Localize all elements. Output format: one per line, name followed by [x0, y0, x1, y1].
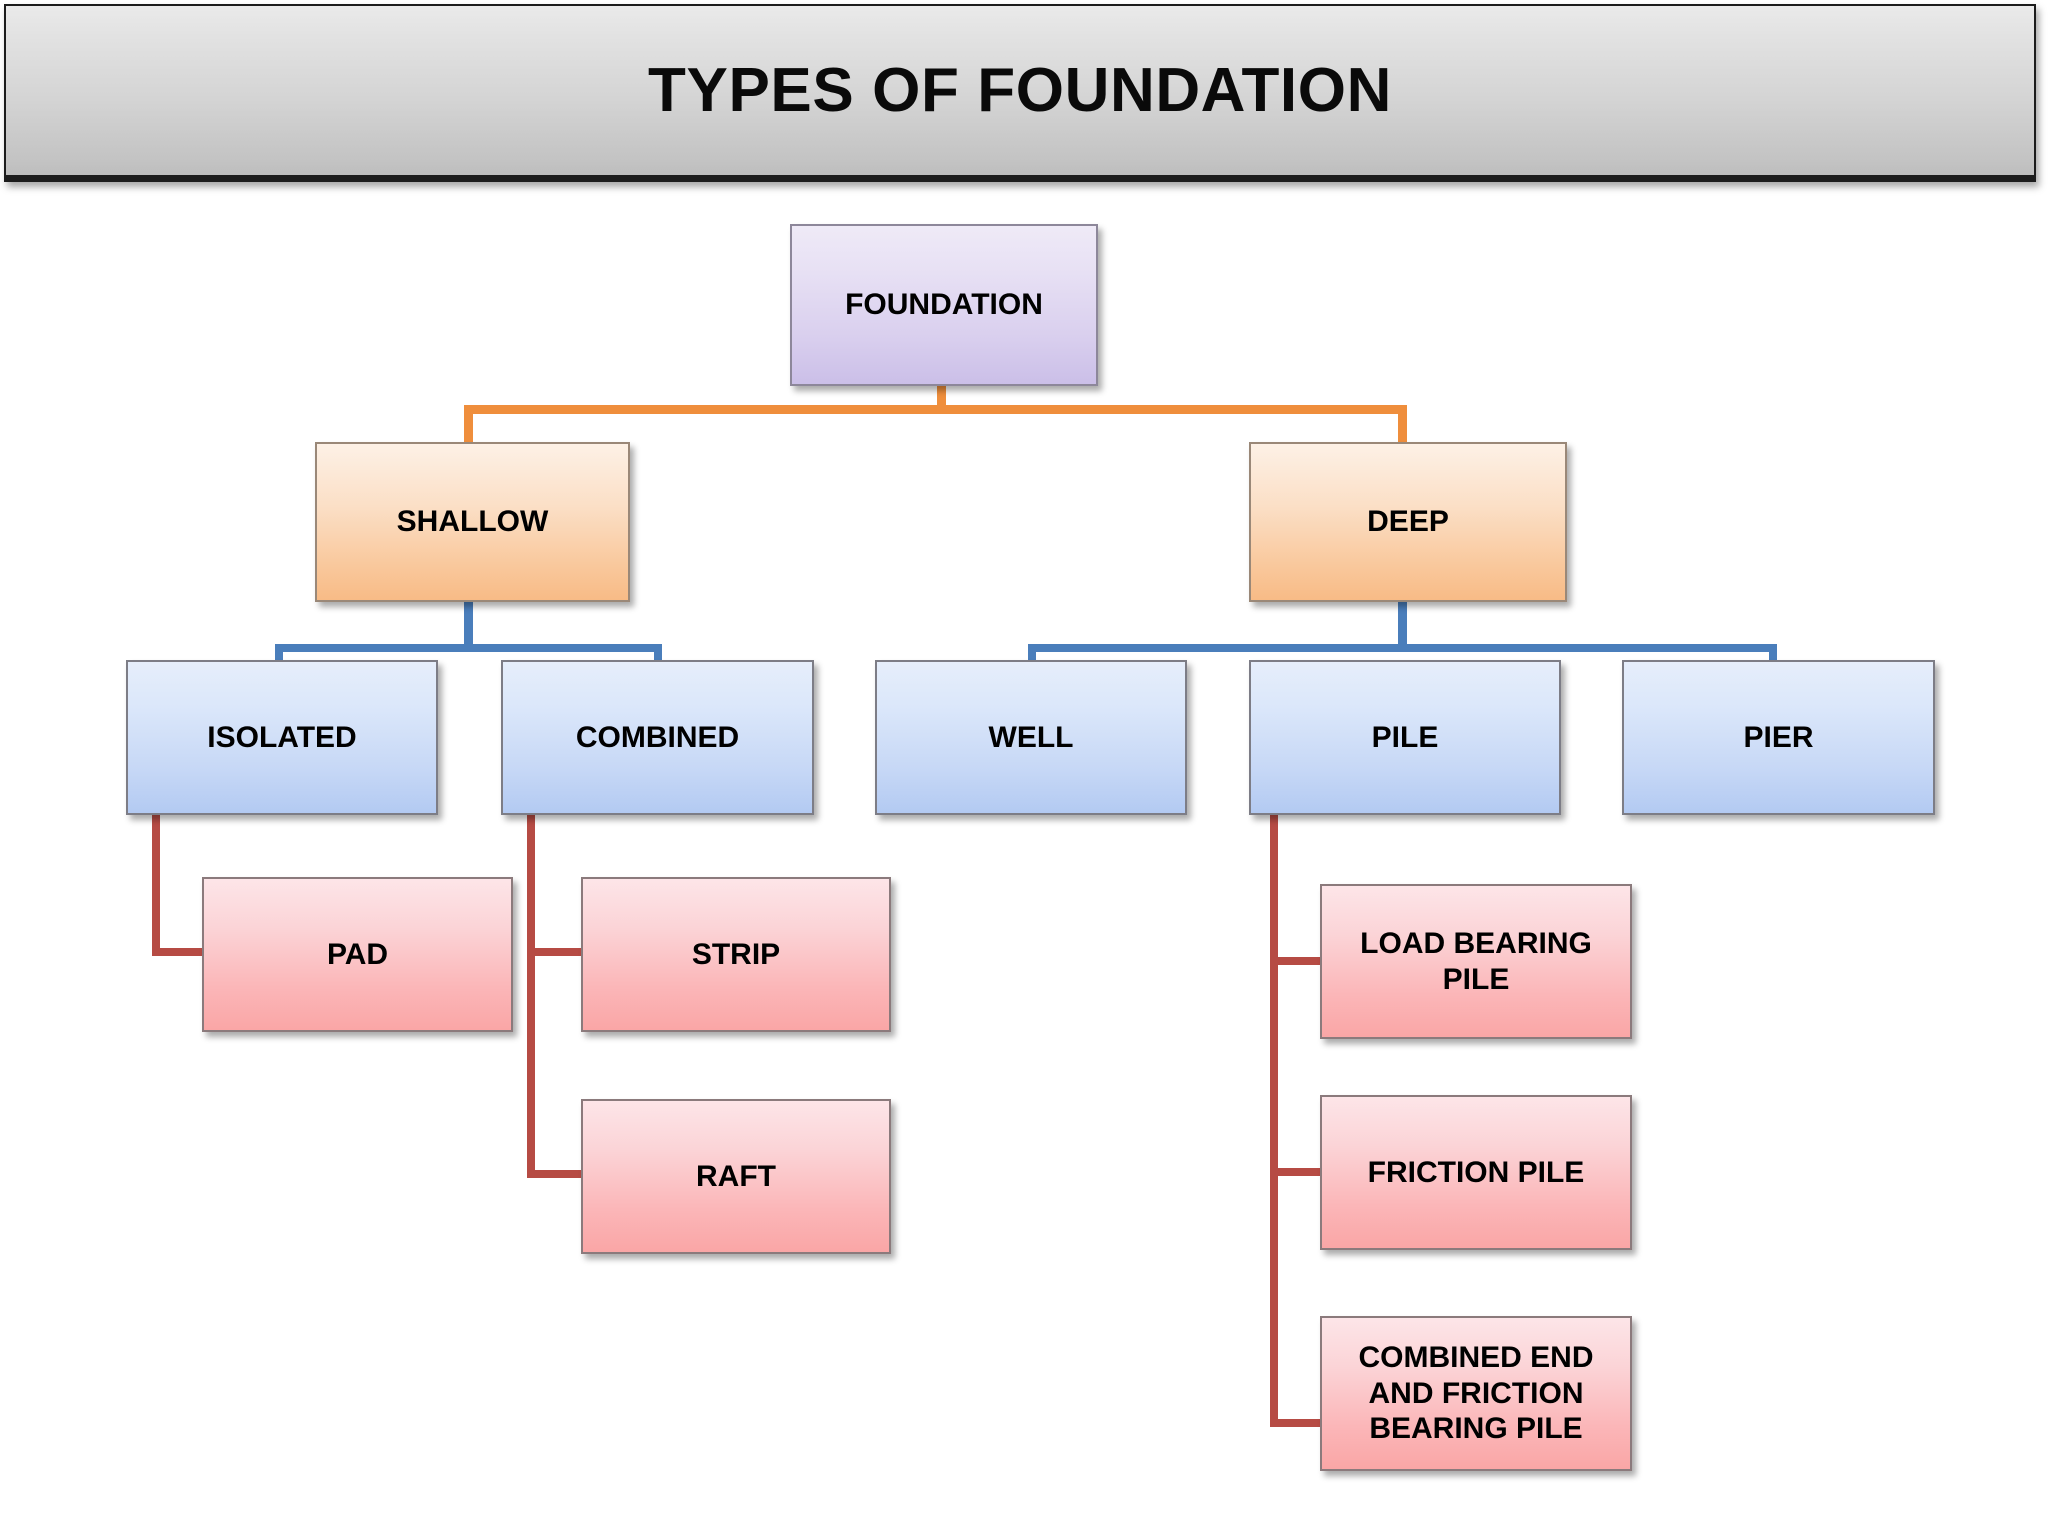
title-banner: TYPES OF FOUNDATION	[4, 4, 2036, 182]
node-shallow-label: SHALLOW	[396, 505, 549, 538]
node-strip[interactable]: STRIP	[581, 877, 891, 1032]
connector-foundation-bus	[464, 405, 942, 414]
connector-isolated-to-pad	[152, 948, 208, 956]
connector-to-pier	[1769, 644, 1777, 664]
node-pile[interactable]: PILE	[1249, 660, 1561, 815]
connector-deep-bus-right	[1398, 644, 1777, 652]
node-deep[interactable]: DEEP	[1249, 442, 1567, 602]
node-combined-label: COMBINED	[575, 720, 740, 754]
node-isolated-label: ISOLATED	[207, 720, 357, 754]
node-well[interactable]: WELL	[875, 660, 1187, 815]
connector-pile-to-friction	[1270, 1168, 1326, 1176]
node-pile-label: PILE	[1371, 720, 1439, 754]
connector-pile-trunk	[1270, 812, 1278, 1427]
node-foundation[interactable]: FOUNDATION	[790, 224, 1098, 386]
connector-combined-trunk	[527, 812, 535, 1178]
connector-foundation-stem	[937, 386, 946, 414]
node-well-label: WELL	[988, 720, 1074, 754]
node-raft[interactable]: RAFT	[581, 1099, 891, 1254]
node-raft-label: RAFT	[696, 1159, 776, 1193]
page-title: TYPES OF FOUNDATION	[648, 55, 1392, 125]
connector-combined-to-raft	[527, 1170, 587, 1178]
connector-pile-to-load-bearing	[1270, 957, 1326, 965]
connector-to-isolated	[275, 644, 283, 664]
node-load-bearing-pile[interactable]: LOAD BEARING PILE	[1320, 884, 1632, 1039]
node-pier-label: PIER	[1743, 720, 1814, 754]
connector-to-deep	[1398, 405, 1407, 443]
connector-deep-bus-left	[1028, 644, 1407, 652]
connector-shallow-stem	[464, 600, 473, 652]
node-load-bearing-pile-label: LOAD BEARING PILE	[1360, 927, 1592, 996]
node-friction-pile[interactable]: FRICTION PILE	[1320, 1095, 1632, 1250]
connector-foundation-bus-right	[937, 405, 1407, 414]
node-pad-label: PAD	[326, 937, 389, 971]
node-combined-end-friction-bearing-pile[interactable]: COMBINED END AND FRICTION BEARING PILE	[1320, 1316, 1632, 1471]
node-combined-end-friction-bearing-pile-label: COMBINED END AND FRICTION BEARING PILE	[1358, 1341, 1594, 1446]
node-friction-pile-label: FRICTION PILE	[1367, 1155, 1585, 1189]
node-combined[interactable]: COMBINED	[501, 660, 814, 815]
connector-combined-to-strip	[527, 948, 587, 956]
connector-isolated-trunk	[152, 812, 160, 956]
connector-to-combined	[654, 644, 662, 664]
node-strip-label: STRIP	[691, 937, 781, 971]
connector-to-shallow	[464, 405, 473, 443]
node-pier[interactable]: PIER	[1622, 660, 1935, 815]
node-pad[interactable]: PAD	[202, 877, 513, 1032]
node-foundation-label: FOUNDATION	[845, 288, 1043, 321]
connector-shallow-bus	[275, 644, 473, 652]
node-shallow[interactable]: SHALLOW	[315, 442, 630, 602]
connector-deep-stem	[1398, 600, 1407, 652]
connector-pile-to-combined-end	[1270, 1419, 1326, 1427]
connector-to-well	[1028, 644, 1036, 664]
node-deep-label: DEEP	[1367, 505, 1449, 538]
node-isolated[interactable]: ISOLATED	[126, 660, 438, 815]
connector-shallow-bus-right	[464, 644, 662, 652]
